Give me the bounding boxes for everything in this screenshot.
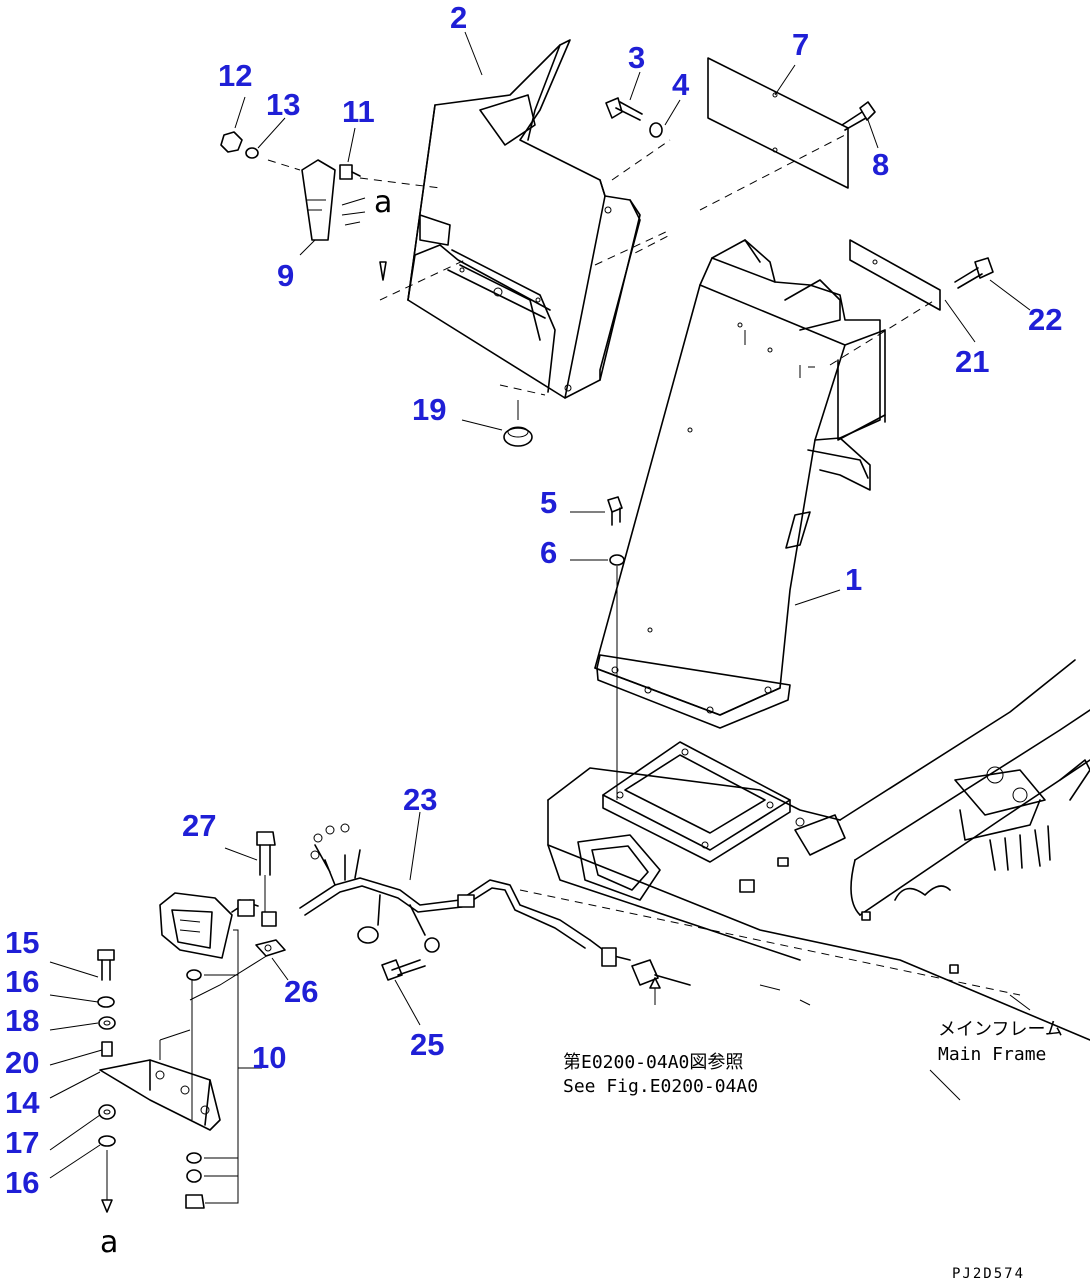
callout-13: 13 (266, 87, 300, 122)
washer-part-16-top (97, 996, 115, 1008)
bolt-part-27 (256, 831, 276, 912)
lamp-part-9 (301, 159, 336, 241)
plate-part-7 (699, 57, 849, 211)
bolt-part-3 (605, 97, 671, 181)
nut-part-12 (220, 131, 243, 153)
bolt-part-15 (97, 949, 115, 981)
bolt-part-22 (954, 257, 994, 289)
callout-27: 27 (182, 808, 216, 843)
callout-25: 25 (410, 1027, 444, 1062)
connector-part-11 (339, 164, 441, 226)
callout-16-top: 16 (5, 964, 39, 999)
washer-part-6 (609, 554, 625, 800)
connector-letter-top: a (374, 185, 392, 220)
callout-10: 10 (252, 1040, 286, 1075)
callout-26: 26 (284, 974, 318, 1009)
nut-part-17 (98, 1104, 116, 1120)
pillar-part-1 (594, 234, 886, 729)
washer-part-16-bottom (98, 1135, 116, 1213)
washer-part-13 (245, 147, 301, 171)
callout-5: 5 (540, 485, 557, 520)
callout-18: 18 (5, 1003, 39, 1038)
harness-part-23 (299, 811, 691, 986)
callout-12: 12 (218, 58, 252, 93)
note-reference-jp: 第E0200-04A0図参照 (563, 1052, 743, 1073)
bolt-part-25 (381, 959, 426, 1026)
bolt-part-5 (607, 496, 623, 526)
plate-part-21 (829, 239, 941, 366)
callout-8: 8 (872, 147, 889, 182)
connector-pin (379, 261, 387, 281)
callout-14: 14 (5, 1085, 40, 1120)
main-frame (519, 659, 1090, 1101)
drawing-id: PJ2D574 (952, 1266, 1025, 1281)
cover-part-2 (379, 39, 671, 399)
frame-label-jp: メインフレーム (938, 1019, 1063, 1040)
callout-20: 20 (5, 1045, 39, 1080)
callout-9: 9 (277, 258, 294, 293)
washer-part-4 (649, 122, 663, 138)
callout-7: 7 (792, 27, 809, 62)
callout-19: 19 (412, 392, 446, 427)
callout-1: 1 (845, 562, 862, 597)
connector-letter-bottom: a (100, 1225, 118, 1260)
callout-labels: 2 3 4 7 8 12 13 11 9 19 22 21 5 6 1 23 2… (5, 0, 1062, 1200)
grommet-part-19 (503, 400, 533, 447)
callout-23: 23 (403, 782, 437, 817)
callout-3: 3 (628, 40, 645, 75)
bracket-part-10 (99, 892, 262, 1209)
annotations: a a 第E0200-04A0図参照 See Fig.E0200-04A0 メイ… (100, 185, 1063, 1281)
frame-label-en: Main Frame (938, 1044, 1046, 1065)
washer-part-18 (98, 1016, 116, 1030)
leader-lines (49, 31, 1031, 1179)
callout-11: 11 (342, 94, 375, 129)
callout-16-bottom: 16 (5, 1165, 39, 1200)
callout-17: 17 (5, 1125, 39, 1160)
spacer-part-20 (101, 1041, 113, 1057)
clip-part-26 (189, 911, 289, 1001)
callout-4: 4 (672, 67, 690, 102)
callout-21: 21 (955, 344, 989, 379)
note-reference-en: See Fig.E0200-04A0 (563, 1076, 758, 1097)
callout-15: 15 (5, 925, 39, 960)
callout-22: 22 (1028, 302, 1062, 337)
bolt-part-8 (841, 101, 876, 131)
callout-2: 2 (450, 0, 467, 35)
callout-6: 6 (540, 535, 557, 570)
